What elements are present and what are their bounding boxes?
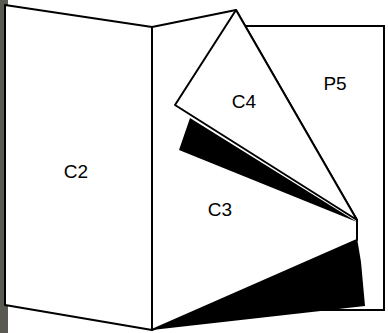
part-label: C4 (232, 92, 256, 111)
panel-c4 (175, 10, 357, 220)
part-label: C2 (64, 162, 88, 181)
panel-c3 (152, 10, 357, 330)
panel-c2 (5, 5, 152, 330)
part-label: P5 (323, 74, 346, 93)
part-label: C3 (208, 200, 232, 219)
